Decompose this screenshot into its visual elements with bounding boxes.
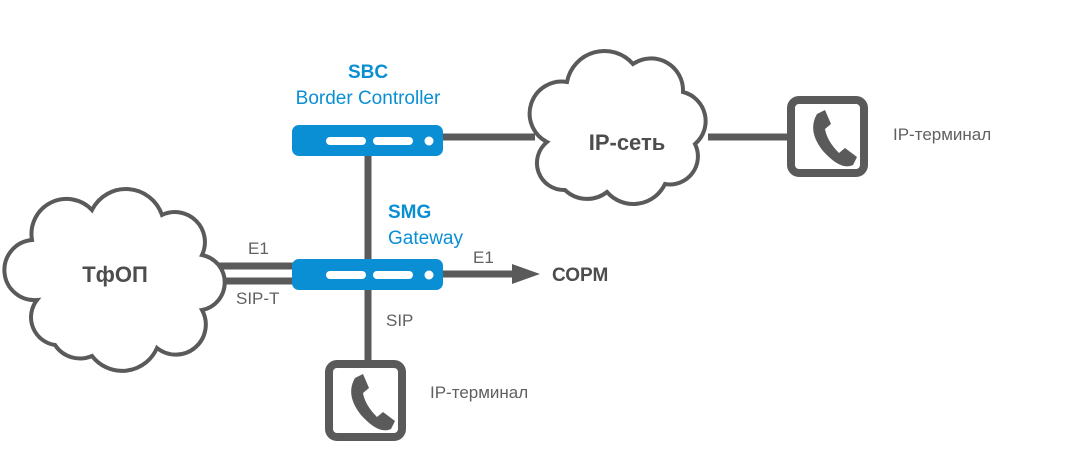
- top-terminal-label: IP-терминал: [893, 125, 991, 144]
- phone-icon: [325, 360, 406, 441]
- sorm-label: СОРМ: [552, 265, 608, 286]
- ip-network-cloud: [527, 49, 708, 206]
- phone-icon: [787, 96, 868, 177]
- smg-title: SMG: [388, 202, 431, 223]
- bottom-terminal-label: IP-терминал: [430, 383, 528, 402]
- e1-sorm-label: E1: [473, 248, 494, 267]
- sbc-title: SBC: [348, 62, 388, 83]
- sip-label: SIP: [386, 311, 413, 330]
- sip-t-label: SIP-T: [236, 289, 279, 308]
- smg-subtitle: Gateway: [388, 228, 463, 249]
- connection-lines: [208, 133, 790, 362]
- sbc-device: [292, 125, 443, 156]
- sbc-subtitle: Border Controller: [296, 88, 441, 109]
- pstn-cloud: [2, 187, 227, 373]
- arrow-icon: [512, 264, 540, 284]
- e1-pstn-label: E1: [248, 239, 269, 258]
- ip-network-label: IP-сеть: [589, 130, 666, 155]
- smg-device: [292, 259, 443, 290]
- pstn-label: ТфОП: [82, 262, 148, 287]
